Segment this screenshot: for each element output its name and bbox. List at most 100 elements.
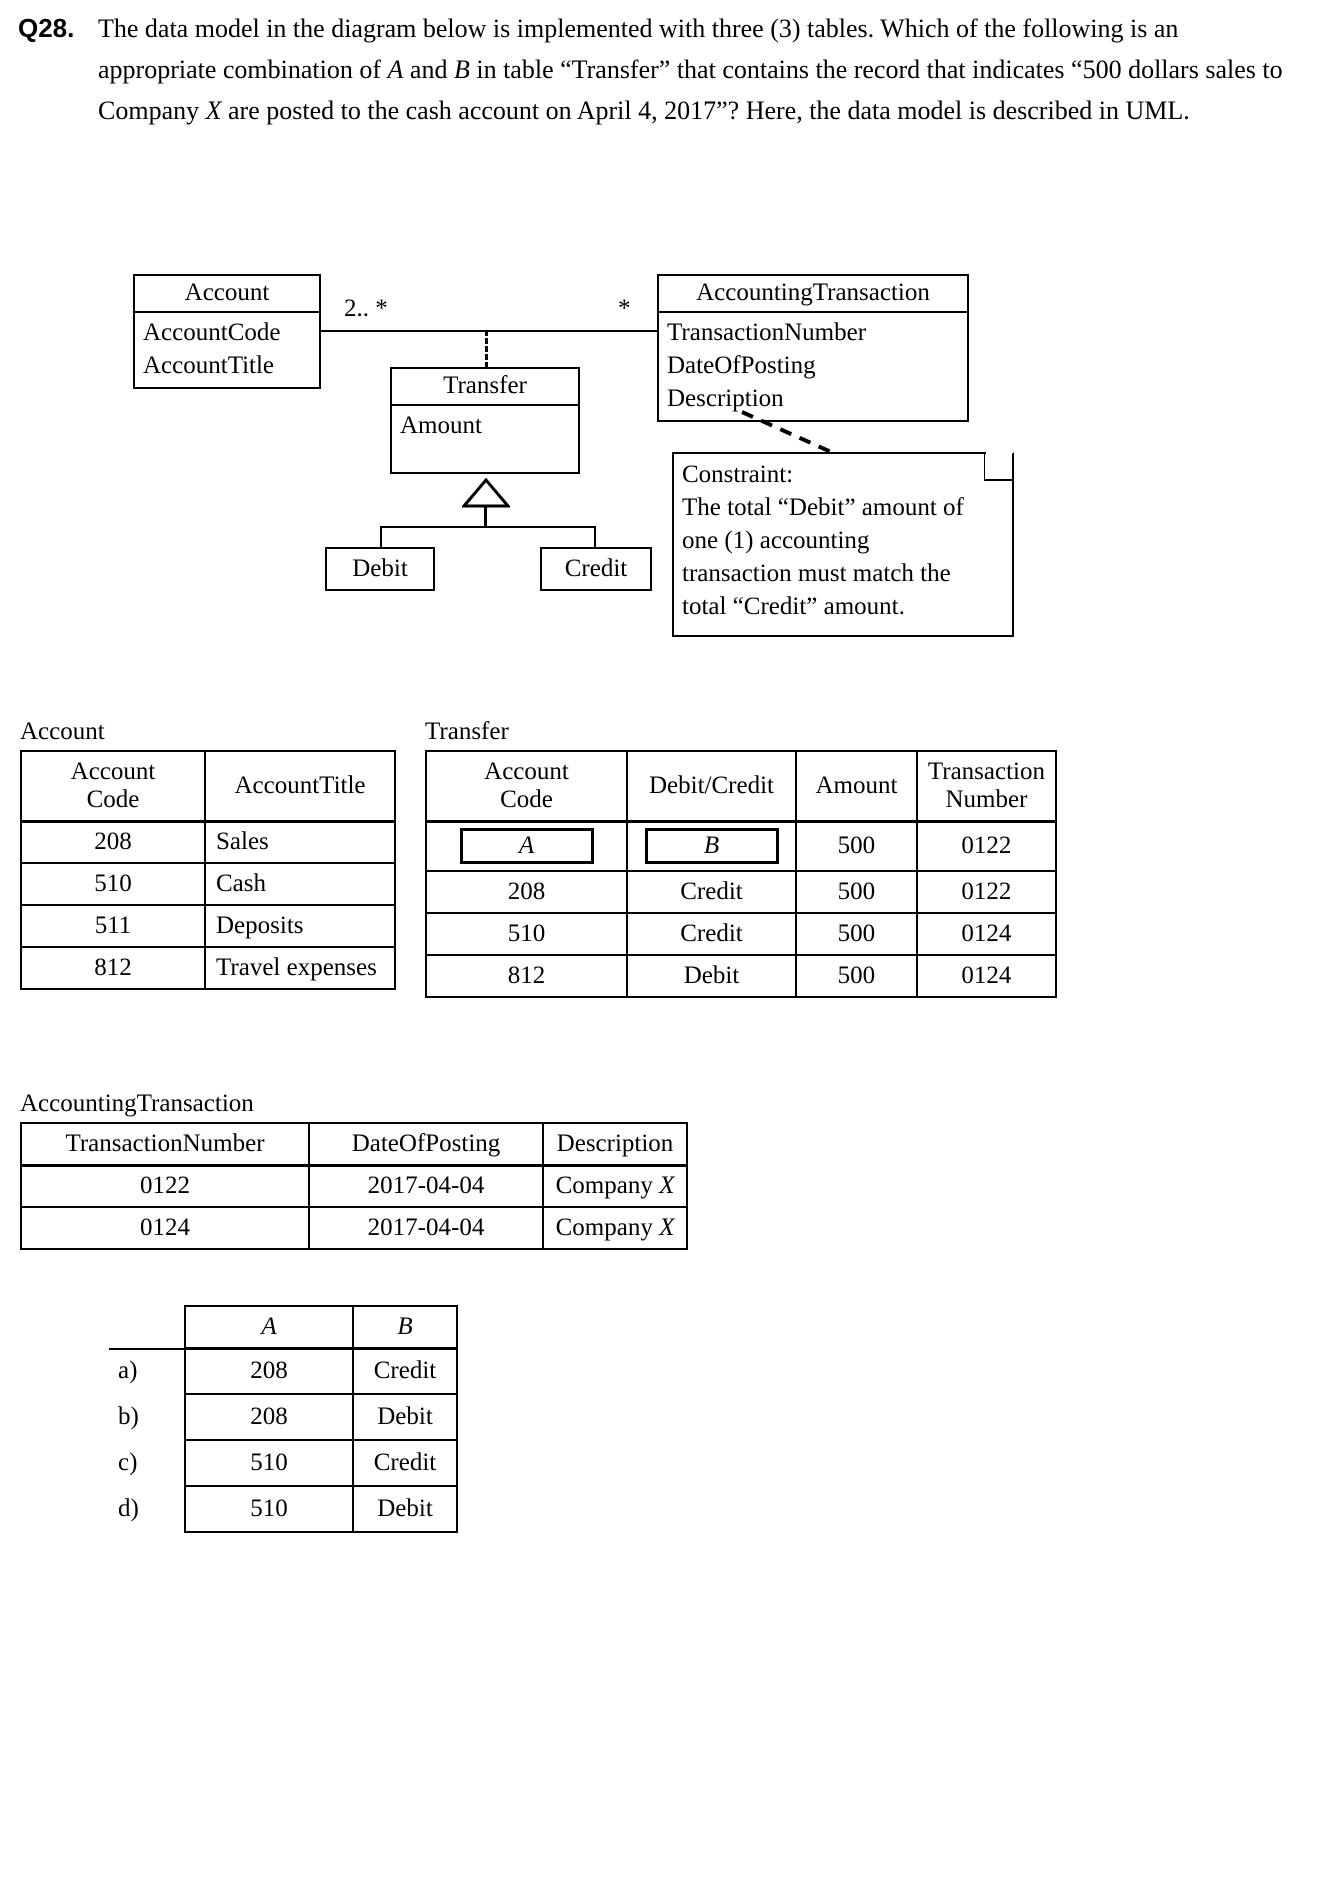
- cell-debit-credit: Credit: [626, 912, 797, 956]
- attribute-description: Description: [667, 385, 784, 412]
- association-line: [321, 330, 657, 332]
- variable-box: A: [459, 828, 594, 864]
- uml-class-credit: Credit: [540, 547, 652, 591]
- cell-transaction-number: 0124: [915, 954, 1058, 998]
- account-table-caption: Account: [20, 718, 105, 745]
- variable-a-inline: A: [387, 55, 404, 84]
- header-text-line1: Account: [70, 758, 156, 785]
- multiplicity-right: *: [618, 295, 631, 322]
- choice-value-a: 510: [184, 1439, 354, 1487]
- uml-class-credit-name: Credit: [564, 555, 628, 582]
- cell-debit-credit: Credit: [626, 870, 797, 914]
- table-header-row: Account Code Debit/Credit Amount Transac…: [424, 750, 1058, 822]
- header-text-line1: Transaction: [927, 758, 1045, 785]
- cell-account-code: 510: [424, 912, 629, 956]
- question-line-1: The data model in the diagram below is i…: [98, 14, 1016, 43]
- variable-box: B: [644, 828, 779, 864]
- note-line-5: total “Credit” amount.: [682, 593, 905, 620]
- cell-account-code: 208: [20, 820, 206, 864]
- choice-value-b: Debit: [352, 1485, 458, 1533]
- cell-transaction-number: 0122: [915, 870, 1058, 914]
- cell-account-title: Sales: [204, 820, 396, 864]
- header-text-line2: Code: [86, 786, 140, 813]
- cell-account-code: 510: [20, 862, 206, 906]
- question-line-2c: in table “Transfer” that contains the: [469, 55, 848, 84]
- uml-class-accountingtransaction-name: AccountingTransaction: [659, 276, 967, 313]
- question-text: The data model in the diagram below is i…: [98, 8, 1298, 131]
- cell-account-code: 511: [20, 904, 206, 948]
- uml-class-accountingtransaction-attributes: TransactionNumber DateOfPosting Descript…: [659, 313, 967, 420]
- uml-class-account-attributes: AccountCode AccountTitle: [135, 313, 319, 387]
- generalization-stem: [484, 506, 487, 528]
- multiplicity-left: 2.. *: [344, 295, 388, 322]
- generalization-crossbar: [380, 526, 596, 528]
- attribute-dateofposting: DateOfPosting: [667, 352, 816, 379]
- column-header-choice-key: [108, 1306, 185, 1348]
- uml-class-account: Account AccountCode AccountTitle: [133, 274, 321, 389]
- choice-key[interactable]: c): [118, 1449, 138, 1476]
- variable-x-inline: X: [205, 96, 222, 125]
- cell-transaction-number: 0122: [20, 1164, 310, 1208]
- cell-account-title: Cash: [204, 862, 396, 906]
- choice-key[interactable]: a): [118, 1357, 138, 1384]
- generalization-triangle-icon: [462, 478, 510, 508]
- transfer-table: Account Code Debit/Credit Amount Transac…: [424, 750, 1058, 998]
- cell-account-code: 208: [424, 870, 629, 914]
- choice-value-a: 510: [184, 1485, 354, 1533]
- cell-debit-credit: B: [626, 820, 797, 872]
- uml-class-transfer: Transfer Amount: [390, 367, 580, 474]
- attribute-transactionnumber: TransactionNumber: [667, 319, 867, 346]
- choice-value-a: 208: [184, 1393, 354, 1441]
- cell-account-title: Deposits: [204, 904, 396, 948]
- cell-date-of-posting: 2017-04-04: [308, 1206, 544, 1250]
- choice-value-b: Credit: [352, 1439, 458, 1487]
- column-header-description: Description: [542, 1122, 688, 1166]
- header-text-line2: Code: [500, 786, 553, 813]
- choice-key[interactable]: d): [118, 1495, 139, 1522]
- attribute-accounttitle: AccountTitle: [143, 352, 275, 379]
- variable-b-inline: B: [453, 55, 470, 84]
- question-line-4: April 4, 2017”? Here, the data model is …: [576, 96, 1190, 125]
- cell-amount: 500: [794, 820, 918, 872]
- note-line-4: transaction must match the: [682, 560, 951, 587]
- choice-key[interactable]: b): [118, 1403, 139, 1430]
- accountingtransaction-table-caption: AccountingTransaction: [20, 1090, 254, 1117]
- table-header-row: Account Code AccountTitle: [20, 750, 396, 822]
- uml-class-accountingtransaction: AccountingTransaction TransactionNumber …: [657, 274, 969, 422]
- cell-transaction-number: 0122: [915, 820, 1058, 872]
- uml-class-transfer-name: Transfer: [392, 369, 578, 406]
- question-line-2b: and: [403, 55, 454, 84]
- cell-amount: 500: [794, 912, 918, 956]
- column-header-transaction-number: Transaction Number: [915, 750, 1058, 822]
- column-header-amount: Amount: [794, 750, 918, 822]
- choice-value-a: 208: [184, 1347, 354, 1395]
- question-number: Q28.: [18, 13, 75, 43]
- cell-account-code: 812: [20, 946, 206, 990]
- question-line-3a: record that indicates “500 dollars sales…: [98, 55, 1283, 125]
- cell-date-of-posting: 2017-04-04: [308, 1164, 544, 1208]
- table-header-row: A B: [108, 1305, 458, 1349]
- uml-constraint-note-text: Constraint: The total “Debit” amount of …: [674, 454, 1012, 627]
- cell-account-code: 812: [424, 954, 629, 998]
- header-text-line2: Number: [945, 786, 1028, 813]
- choice-value-b: Debit: [352, 1393, 458, 1441]
- cell-account-code: A: [424, 820, 629, 872]
- column-header-date-of-posting: DateOfPosting: [308, 1122, 544, 1166]
- column-header-account-title: AccountTitle: [204, 750, 396, 822]
- cell-account-title: Travel expenses: [204, 946, 396, 990]
- note-folded-corner-icon: [986, 452, 1014, 480]
- uml-class-transfer-attributes: Amount: [392, 406, 578, 472]
- uml-constraint-note: Constraint: The total “Debit” amount of …: [672, 452, 1014, 637]
